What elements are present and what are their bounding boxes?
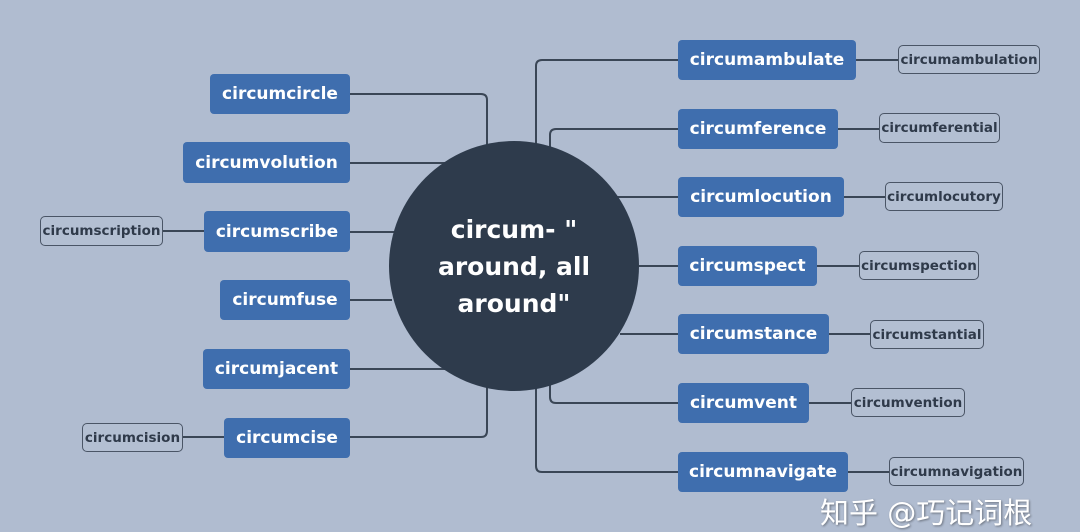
subnode-circumspection[interactable]: circumspection <box>859 251 979 280</box>
subnode-circumscription[interactable]: circumscription <box>40 216 163 246</box>
node-circumstance[interactable]: circumstance <box>678 314 829 354</box>
node-circumfuse[interactable]: circumfuse <box>220 280 350 320</box>
central-topic-label: circum- " around, all around" <box>437 214 591 318</box>
node-circumcircle[interactable]: circumcircle <box>210 74 350 114</box>
node-circumvolution[interactable]: circumvolution <box>183 142 350 183</box>
subnode-circumcision[interactable]: circumcision <box>82 423 183 452</box>
subnode-circumvention[interactable]: circumvention <box>851 388 965 417</box>
node-circumnavigate[interactable]: circumnavigate <box>678 452 848 492</box>
subnode-circumambulation[interactable]: circumambulation <box>898 45 1040 74</box>
node-circumambulate[interactable]: circumambulate <box>678 40 856 80</box>
subnode-circumnavigation[interactable]: circumnavigation <box>889 457 1024 486</box>
subnode-circumlocutory[interactable]: circumlocutory <box>885 182 1003 211</box>
node-circumvent[interactable]: circumvent <box>678 383 809 423</box>
node-circumlocution[interactable]: circumlocution <box>678 177 844 217</box>
node-circumscribe[interactable]: circumscribe <box>204 211 350 252</box>
subnode-circumstantial[interactable]: circumstantial <box>870 320 984 349</box>
node-circumference[interactable]: circumference <box>678 109 838 149</box>
node-circumjacent[interactable]: circumjacent <box>203 349 350 389</box>
node-circumcise[interactable]: circumcise <box>224 418 350 458</box>
central-topic[interactable]: circum- " around, all around" <box>389 141 639 391</box>
node-circumspect[interactable]: circumspect <box>678 246 817 286</box>
subnode-circumferential[interactable]: circumferential <box>879 113 1000 143</box>
watermark: 知乎 @巧记词根 <box>820 496 1033 530</box>
